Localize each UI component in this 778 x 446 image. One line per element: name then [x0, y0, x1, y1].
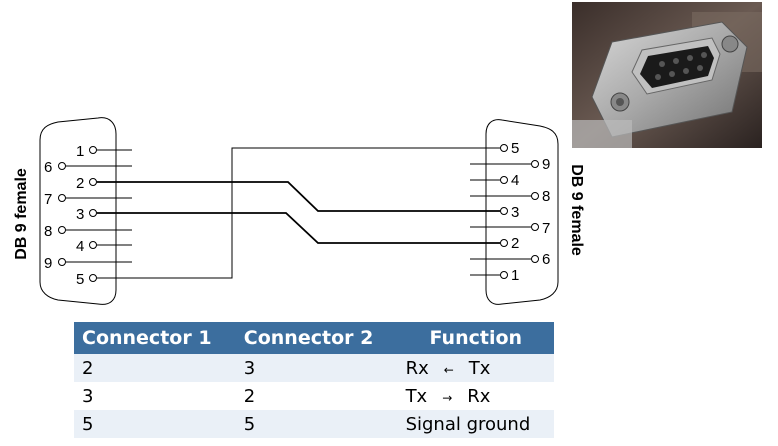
- left-pin-5: 5: [76, 271, 84, 288]
- left-pin-8: 8: [44, 223, 52, 240]
- cell-connector-2: 5: [235, 410, 398, 438]
- cell-connector-1: 5: [74, 410, 236, 438]
- wiring-diagram: DB 9 female 1 2 3 4 5 6 7 8 9 DB 9 femal…: [13, 117, 585, 305]
- function-b: Rx: [467, 385, 491, 407]
- left-pin-1: 1: [76, 143, 84, 160]
- left-pin-3: 3: [76, 206, 84, 223]
- left-pin-9: 9: [44, 255, 52, 272]
- cell-function: Rx ← Tx: [397, 354, 554, 382]
- cell-connector-1: 2: [74, 354, 236, 382]
- right-arrow-icon: →: [442, 390, 453, 405]
- right-pin-2: 2: [511, 235, 519, 252]
- table-row: 2 3 Rx ← Tx: [74, 354, 554, 382]
- left-pin-4: 4: [76, 238, 84, 255]
- left-pin-2: 2: [76, 175, 84, 192]
- right-connector-shell: [485, 119, 559, 305]
- right-pin-7: 7: [542, 220, 550, 237]
- right-row2-pins: [470, 160, 539, 263]
- db9-female-connector-photo-icon: [572, 2, 762, 148]
- left-row1-pins: [89, 146, 132, 282]
- left-pin-7: 7: [44, 191, 52, 208]
- right-pin-5: 5: [511, 140, 519, 157]
- right-pin-4: 4: [511, 172, 519, 189]
- wire-3-to-2: [97, 212, 500, 244]
- function-b: Tx: [468, 357, 491, 379]
- cell-connector-2: 3: [235, 354, 398, 382]
- header-connector-1: Connector 1: [74, 322, 236, 354]
- right-pin-3: 3: [511, 204, 519, 221]
- right-pin-8: 8: [542, 188, 550, 205]
- right-pin-1: 1: [511, 267, 519, 284]
- wires: [97, 147, 500, 279]
- function-a: Signal ground: [405, 413, 531, 435]
- left-arrow-icon: ←: [443, 362, 454, 377]
- left-row2-pins: [58, 162, 132, 266]
- left-connector-shell: [39, 117, 117, 305]
- pinout-table: Connector 1 Connector 2 Function 2 3 Rx ←…: [74, 322, 554, 438]
- table-row: 5 5 Signal ground: [74, 410, 554, 438]
- right-pin-6: 6: [542, 251, 550, 268]
- function-a: Rx: [405, 357, 429, 379]
- right-pin-9: 9: [542, 156, 550, 173]
- cell-function: Signal ground: [397, 410, 554, 438]
- header-function: Function: [397, 322, 554, 354]
- cell-connector-1: 3: [74, 382, 236, 410]
- left-pin-6: 6: [44, 159, 52, 176]
- header-connector-2: Connector 2: [235, 322, 398, 354]
- cell-connector-2: 2: [235, 382, 398, 410]
- table-row: 3 2 Tx → Rx: [74, 382, 554, 410]
- left-connector-title: DB 9 female: [13, 168, 30, 260]
- wire-5-to-5: [97, 147, 500, 279]
- right-connector-title: DB 9 female: [568, 164, 585, 256]
- cell-function: Tx → Rx: [397, 382, 554, 410]
- table-header-row: Connector 1 Connector 2 Function: [74, 322, 554, 354]
- wire-2-to-3: [97, 181, 500, 212]
- function-a: Tx: [405, 385, 428, 407]
